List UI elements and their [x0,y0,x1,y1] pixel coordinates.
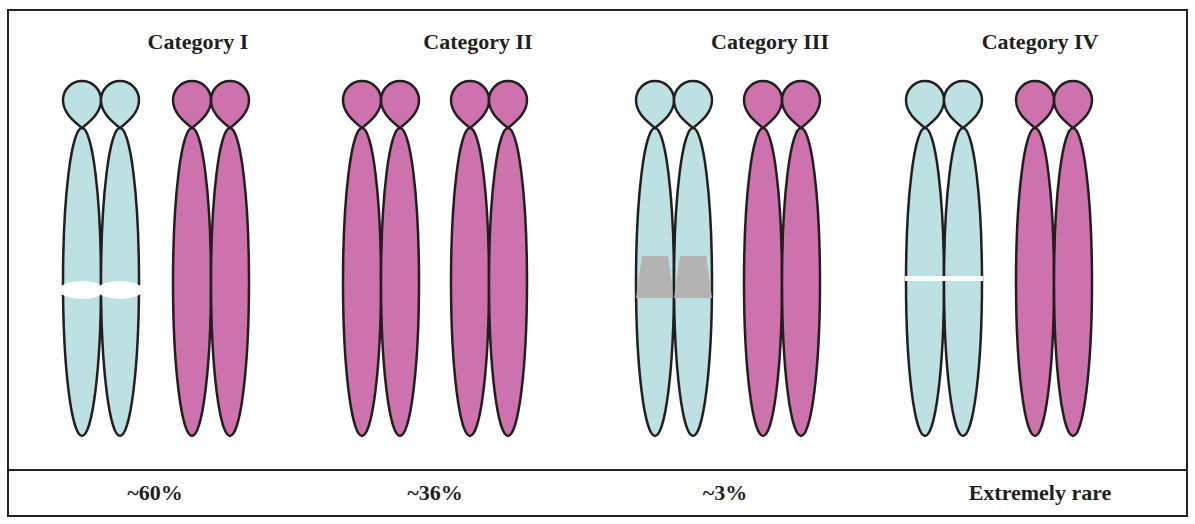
chromatid-arm [906,128,944,436]
divider-line [8,469,1187,471]
category-heading: Category I [148,29,249,55]
chromatid-arm [381,128,419,436]
chromosome-group [59,81,1092,436]
chromatid-head [636,81,674,128]
chromatid-arm [451,128,489,436]
chromatid-head [173,81,211,128]
chromatid-head [489,81,527,128]
chromatid-arm [1016,128,1054,436]
chromatid-arm [636,128,674,436]
chromatid-arm [782,128,820,436]
frame [8,10,1187,516]
chromatid-head [782,81,820,128]
chromatid-head [101,81,139,128]
chromatid-head [674,81,712,128]
chromatid-head [381,81,419,128]
chromatid-head [944,81,982,128]
chromatid-arm [744,128,782,436]
chromatid-arm [674,128,712,436]
category-heading: Category IV [982,29,1099,55]
chromatid-arm [343,128,381,436]
chromatid-head [63,81,101,128]
frequency-label: ~36% [407,480,462,506]
category-heading: Category II [423,29,532,55]
duplication-block [674,256,712,298]
chromatid-arm [489,128,527,436]
chromatid-head [1016,81,1054,128]
break-line [905,276,983,281]
chromatid-head [211,81,249,128]
chromatid-arm [944,128,982,436]
chromatid-head [744,81,782,128]
frequency-label: ~3% [703,480,747,506]
chromatid-arm [1054,128,1092,436]
chromatid-head [906,81,944,128]
chromatid-head [1054,81,1092,128]
deletion-gap [97,281,143,299]
chromatid-arm [211,128,249,436]
frequency-label: ~60% [127,480,182,506]
chromatid-arm [173,128,211,436]
duplication-block [636,256,674,298]
chromatid-head [451,81,489,128]
category-heading: Category III [711,29,829,55]
frequency-label: Extremely rare [969,480,1112,506]
chromatid-head [343,81,381,128]
